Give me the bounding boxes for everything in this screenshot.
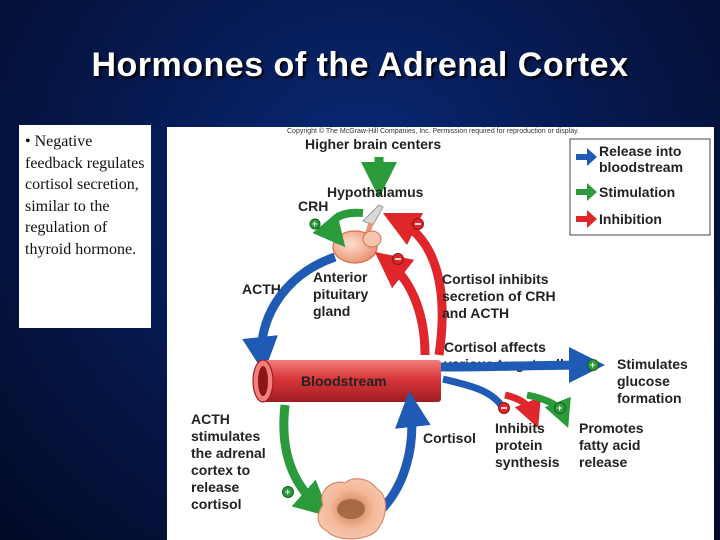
acth-label: ACTH <box>242 281 281 297</box>
fatty-acid-plus-sign <box>554 402 566 414</box>
crh-inhibition-arrow <box>382 212 447 356</box>
legend-stimulation-label: Stimulation <box>599 184 675 200</box>
legend: Release into bloodstream Stimulation Inh… <box>569 138 711 236</box>
svg-text:+: + <box>590 360 595 370</box>
crh-label: CRH <box>298 198 328 214</box>
figure-panel: Copyright © The McGraw-Hill Companies, I… <box>167 127 714 540</box>
pituitary-lobe-graphic <box>362 230 382 248</box>
adrenal-stimulation-arrow <box>279 404 331 518</box>
hypothalamus-graphic <box>362 204 384 226</box>
crh-stimulation-arrow <box>312 208 364 248</box>
svg-text:+: + <box>557 403 562 413</box>
protein-inhibition-arrow <box>504 391 541 428</box>
acth-inhibition-arrow <box>374 251 430 356</box>
cortisol-release-arrow <box>375 391 431 516</box>
note-text: • Negative feedback regulates cortisol s… <box>25 133 145 258</box>
promotes-fatty-acid-label: Promotes fatty acid release <box>579 420 647 470</box>
adrenal-plus-sign <box>282 486 294 498</box>
svg-text:+: + <box>312 219 317 229</box>
target-cells-arrow <box>440 347 605 384</box>
higher-brain-label: Higher brain centers <box>305 136 441 152</box>
note-box: • Negative feedback regulates cortisol s… <box>19 125 151 328</box>
feedback-diagram: Copyright © The McGraw-Hill Companies, I… <box>191 127 711 540</box>
legend-green-arrow-icon <box>576 183 597 201</box>
inhibits-protein-label: Inhibits protein synthesis <box>495 420 560 470</box>
cortisol-label: Cortisol <box>423 430 476 446</box>
legend-red-arrow-icon <box>576 210 597 228</box>
bloodstream-label: Bloodstream <box>301 373 387 389</box>
target-branch-arrow <box>442 375 504 408</box>
svg-text:+: + <box>285 487 290 497</box>
anterior-pituitary-label: Anterior pituitary gland <box>313 269 372 319</box>
glucose-plus-sign <box>587 359 599 371</box>
stimulates-glucose-label: Stimulates glucose formation <box>617 356 692 406</box>
copyright-text: Copyright © The McGraw-Hill Companies, I… <box>287 127 579 135</box>
cortisol-inhibits-label: Cortisol inhibits secretion of CRH and A… <box>442 271 559 321</box>
slide-title: Hormones of the Adrenal Cortex <box>91 46 629 84</box>
acth-stimulates-label: ACTH stimulates the adrenal cortex to re… <box>191 411 270 512</box>
legend-release-label: Release into bloodstream <box>599 143 685 175</box>
legend-blue-arrow-icon <box>576 148 597 166</box>
acth-release-arrow <box>242 252 337 373</box>
hypothalamus-label: Hypothalamus <box>327 184 424 200</box>
crh-plus-sign <box>309 218 321 230</box>
legend-inhibition-label: Inhibition <box>599 211 662 227</box>
